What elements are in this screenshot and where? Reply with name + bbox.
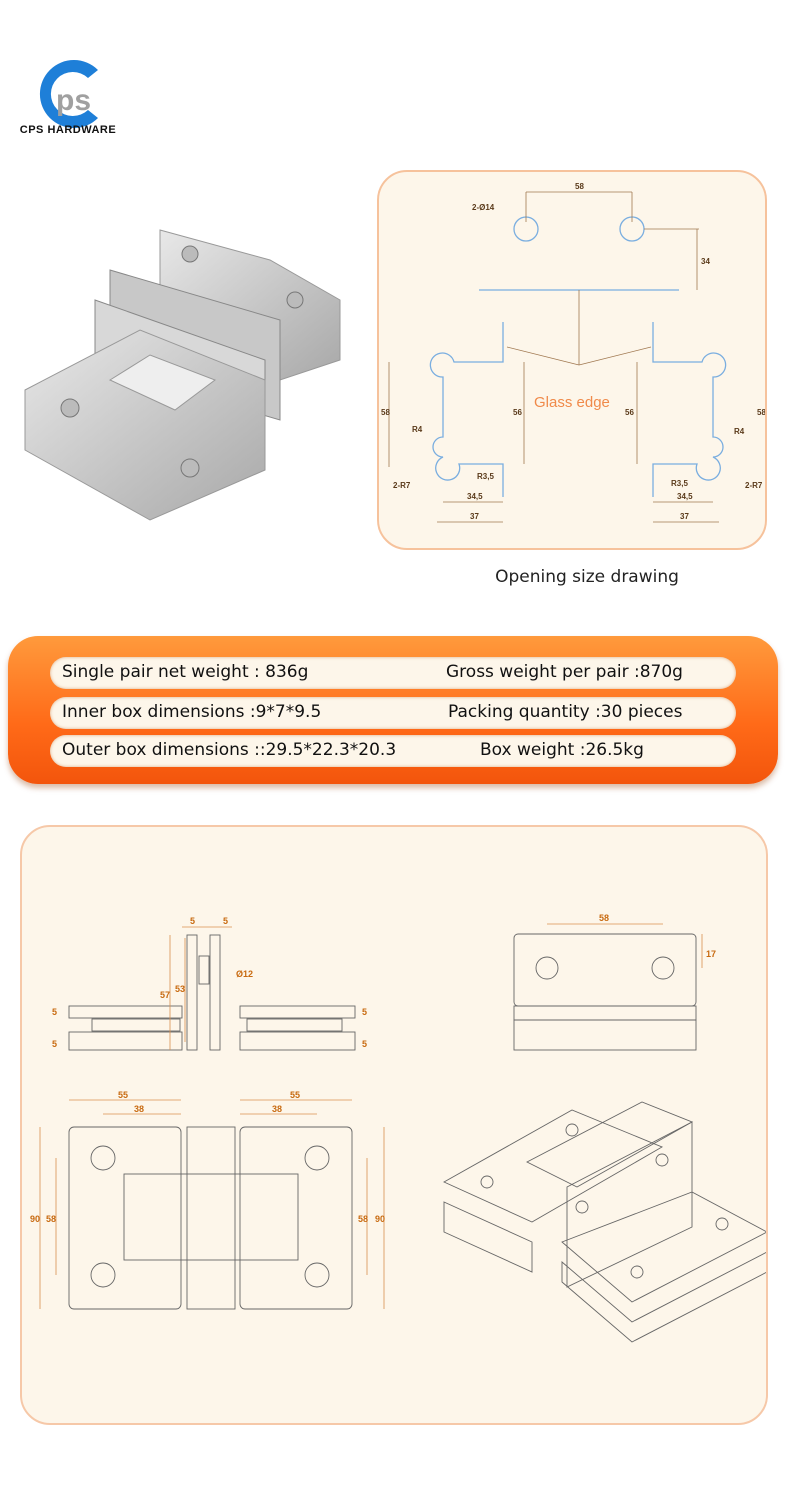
dim-front-w55-right: 55: [290, 1090, 300, 1100]
dim-r4-left: R4: [412, 425, 423, 434]
technical-drawing: 5 5 57 53 Ø12 5 5 5 5 58 17 55 38 55 38 …: [30, 913, 768, 1343]
dim-front-w38-left: 38: [134, 1104, 144, 1114]
spec-row: Inner box dimensions :9*7*9.5 Packing qu…: [50, 697, 736, 729]
dim-h-inner-right: 56: [625, 408, 634, 417]
dim-r35-left: R3,5: [477, 472, 494, 481]
dim-w37-left: 37: [470, 512, 479, 521]
dim-r7-left: 2-R7: [393, 481, 411, 490]
dim-r35-right: R3,5: [671, 479, 688, 488]
drawing-caption: Opening size drawing: [495, 567, 679, 587]
dim-r7-right: 2-R7: [745, 481, 763, 490]
dim-side-t2: 5: [223, 916, 228, 926]
technical-drawing-panel: 5 5 57 53 Ø12 5 5 5 5 58 17 55 38 55 38 …: [20, 825, 768, 1425]
dim-h-left: 58: [381, 408, 390, 417]
dim-w345-left: 34,5: [467, 492, 483, 501]
opening-size-drawing: 58 2-Ø14 34 58 56 56 58 R4 R4 2-R7 2-R7 …: [381, 182, 770, 523]
dim-front-h58-right: 58: [358, 1214, 368, 1224]
dim-side-r5b: 5: [362, 1039, 367, 1049]
spec-packing-qty: Packing quantity :30 pieces: [448, 702, 683, 722]
dim-offset: 34: [701, 257, 710, 266]
dim-side-l5a: 5: [52, 1007, 57, 1017]
spec-gross-weight: Gross weight per pair :870g: [446, 662, 683, 682]
spec-net-weight: Single pair net weight : 836g: [62, 662, 309, 682]
spec-box-weight: Box weight :26.5kg: [480, 740, 644, 760]
dim-back-spacing: 58: [599, 913, 609, 923]
svg-text:ps: ps: [56, 84, 91, 117]
spec-outer-box: Outer box dimensions ::29.5*22.3*20.3: [62, 740, 397, 760]
dim-side-t1: 5: [190, 916, 195, 926]
dim-side-r5a: 5: [362, 1007, 367, 1017]
dim-front-h90-left: 90: [30, 1214, 40, 1224]
dim-back-offset: 17: [706, 949, 716, 959]
glass-edge-label: Glass edge: [534, 394, 610, 411]
brand-name: CPS HARDWARE: [19, 124, 117, 136]
dim-side-h57: 57: [160, 990, 170, 1000]
dim-h-right: 58: [757, 408, 765, 417]
dim-w345-right: 34,5: [677, 492, 693, 501]
cps-logo: ps: [39, 60, 98, 128]
product-photo: [0, 170, 360, 590]
spec-banner: Single pair net weight : 836g Gross weig…: [8, 636, 778, 784]
dim-r4-right: R4: [734, 427, 745, 436]
dim-w37-right: 37: [680, 512, 689, 521]
dim-holes: 2-Ø14: [472, 203, 495, 212]
dim-front-h58-left: 58: [46, 1214, 56, 1224]
dim-front-h90-right: 90: [375, 1214, 385, 1224]
dim-front-w55-left: 55: [118, 1090, 128, 1100]
dim-side-h53: 53: [175, 984, 185, 994]
dim-side-l5b: 5: [52, 1039, 57, 1049]
dim-front-w38-right: 38: [272, 1104, 282, 1114]
spec-inner-box: Inner box dimensions :9*7*9.5: [62, 702, 322, 722]
dim-hole-spacing: 58: [575, 182, 584, 191]
spec-row: Single pair net weight : 836g Gross weig…: [50, 657, 736, 689]
dim-side-d12: Ø12: [236, 969, 253, 979]
opening-drawing-panel: 58 2-Ø14 34 58 56 56 58 R4 R4 2-R7 2-R7 …: [377, 170, 770, 550]
spec-row: Outer box dimensions ::29.5*22.3*20.3 Bo…: [50, 735, 736, 767]
dim-h-inner-left: 56: [513, 408, 522, 417]
